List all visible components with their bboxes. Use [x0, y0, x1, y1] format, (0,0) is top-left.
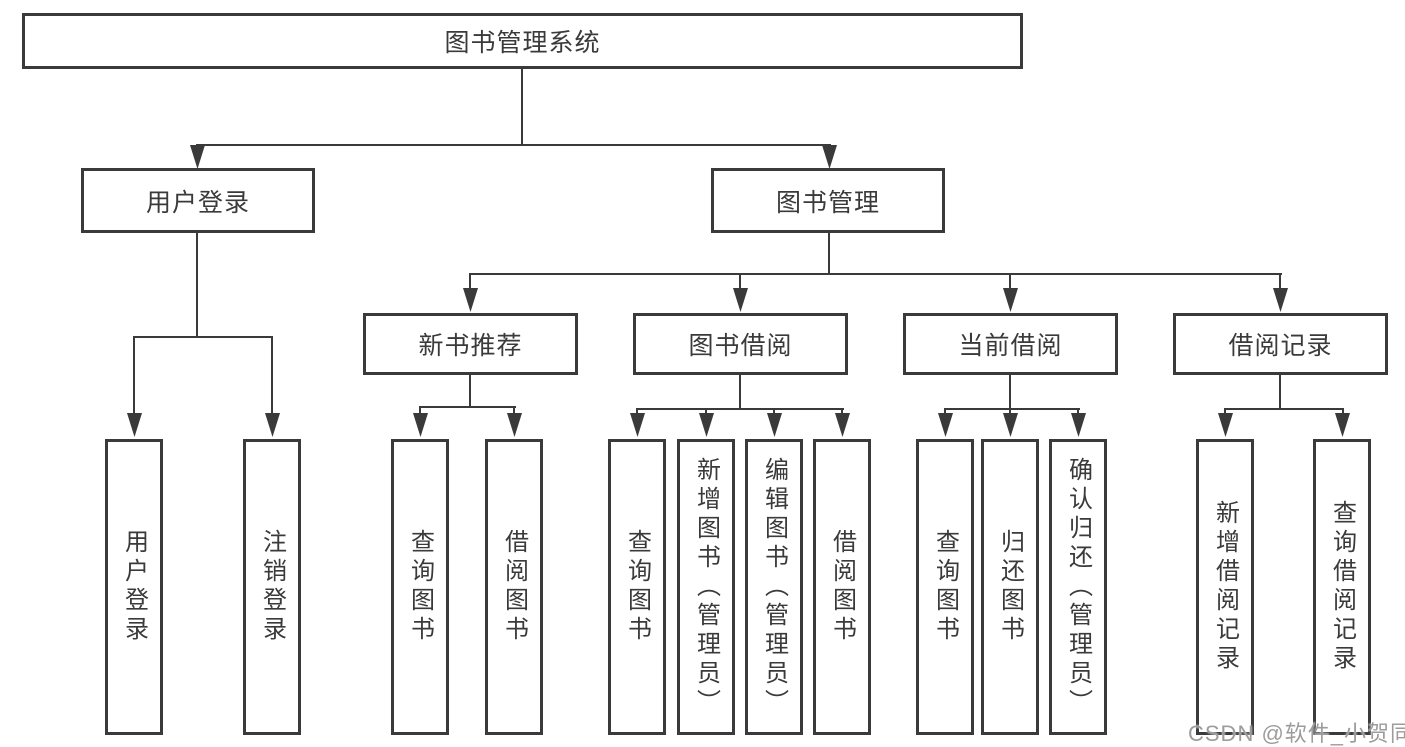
node-leaf-borrow-book-recommend-label: 借阅图书	[500, 529, 528, 645]
node-leaf-query-book-current-label: 查询图书	[931, 529, 959, 645]
arrowhead-down-icon	[463, 288, 478, 312]
arrowhead-down-icon	[1003, 288, 1018, 312]
node-book-management: 图书管理	[711, 168, 945, 233]
arrowhead-down-icon	[1003, 413, 1018, 437]
node-leaf-logout: 注销登录	[243, 439, 301, 735]
arrowhead-down-icon	[699, 413, 714, 437]
connector-stem	[1009, 273, 1011, 293]
connector-group-stub	[1009, 375, 1011, 410]
node-leaf-confirm-return-admin-label: 确认归还（管理员）	[1064, 456, 1092, 718]
node-root: 图书管理系统	[22, 13, 1023, 69]
arrowhead-down-icon	[822, 145, 837, 169]
node-leaf-edit-book-admin-label: 编辑图书（管理员）	[760, 456, 788, 718]
node-leaf-logout-label: 注销登录	[258, 529, 286, 645]
node-leaf-query-borrow-record: 查询借阅记录	[1313, 439, 1371, 735]
node-leaf-add-borrow-record-label: 新增借阅记录	[1211, 500, 1239, 674]
arrowhead-down-icon	[1335, 413, 1350, 437]
node-leaf-add-borrow-record: 新增借阅记录	[1196, 439, 1254, 735]
node-book-management-label: 图书管理	[775, 188, 880, 217]
arrowhead-down-icon	[835, 413, 850, 437]
connector-stem	[419, 406, 421, 419]
arrowhead-down-icon	[630, 413, 645, 437]
node-user-login: 用户登录	[81, 168, 315, 233]
connector-group-crossbar	[1224, 408, 1344, 410]
connector-group-crossbar	[636, 408, 844, 410]
node-leaf-return-book-label: 归还图书	[996, 529, 1024, 645]
connector-stem	[469, 273, 471, 293]
node-leaf-query-book-recommend-label: 查询图书	[406, 529, 434, 645]
arrowhead-down-icon	[767, 413, 782, 437]
node-leaf-edit-book-admin: 编辑图书（管理员）	[745, 439, 803, 735]
connector-bookmgmt-crossbar	[469, 273, 1282, 275]
connector-stem	[1279, 273, 1281, 293]
arrowhead-down-icon	[127, 413, 142, 437]
node-leaf-user-login-label: 用户登录	[120, 529, 148, 645]
arrowhead-down-icon	[190, 145, 205, 169]
node-leaf-user-login: 用户登录	[105, 439, 163, 735]
node-leaf-borrow-book-label: 借阅图书	[828, 529, 856, 645]
connector-userlogin-crossbar	[133, 336, 273, 338]
arrowhead-down-icon	[1218, 413, 1233, 437]
arrowhead-down-icon	[507, 413, 522, 437]
connector-root-crossbar	[196, 144, 831, 146]
node-leaf-borrow-book: 借阅图书	[813, 439, 871, 735]
node-leaf-return-book: 归还图书	[981, 439, 1039, 735]
node-leaf-confirm-return-admin: 确认归还（管理员）	[1049, 439, 1107, 735]
node-current-borrowing: 当前借阅	[903, 313, 1118, 375]
connector-group-stub	[739, 375, 741, 410]
arrowhead-down-icon	[413, 413, 428, 437]
node-leaf-query-book-current: 查询图书	[916, 439, 974, 735]
node-leaf-add-book-admin: 新增图书（管理员）	[677, 439, 735, 735]
node-current-borrowing-label: 当前借阅	[958, 332, 1063, 360]
connector-group-stub	[469, 375, 471, 408]
node-leaf-add-book-admin-label: 新增图书（管理员）	[692, 456, 720, 718]
node-borrowing-records-label: 借阅记录	[1228, 332, 1333, 360]
arrowhead-down-icon	[1273, 288, 1288, 312]
arrowhead-down-icon	[265, 413, 280, 437]
arrowhead-down-icon	[1071, 413, 1086, 437]
node-new-book-recommend: 新书推荐	[363, 313, 578, 375]
node-leaf-borrow-book-recommend: 借阅图书	[485, 439, 543, 735]
node-new-book-recommend-label: 新书推荐	[418, 332, 523, 360]
node-book-borrowing-label: 图书借阅	[688, 332, 793, 360]
connector-stem	[133, 336, 135, 418]
node-book-borrowing: 图书借阅	[633, 313, 848, 375]
connector-stem	[271, 336, 273, 418]
node-leaf-query-book-borrowing: 查询图书	[608, 439, 666, 735]
connector-bookmgmt-stub	[828, 233, 830, 275]
connector-root-stub	[521, 68, 523, 146]
csdn-watermark: CSDN @软件_小贺同学	[1188, 721, 1405, 746]
arrowhead-down-icon	[733, 288, 748, 312]
node-root-label: 图书管理系统	[444, 29, 601, 57]
connector-group-crossbar	[419, 406, 516, 408]
connector-stem	[739, 273, 741, 293]
connector-group-crossbar	[944, 408, 1080, 410]
connector-userlogin-stub	[196, 233, 198, 338]
connector-group-stub	[1279, 375, 1281, 410]
node-leaf-query-book-borrowing-label: 查询图书	[623, 529, 651, 645]
node-borrowing-records: 借阅记录	[1173, 313, 1388, 375]
node-leaf-query-book-recommend: 查询图书	[391, 439, 449, 735]
connector-stem	[513, 406, 515, 419]
node-user-login-label: 用户登录	[145, 188, 250, 217]
arrowhead-down-icon	[938, 413, 953, 437]
node-leaf-query-borrow-record-label: 查询借阅记录	[1328, 500, 1356, 674]
